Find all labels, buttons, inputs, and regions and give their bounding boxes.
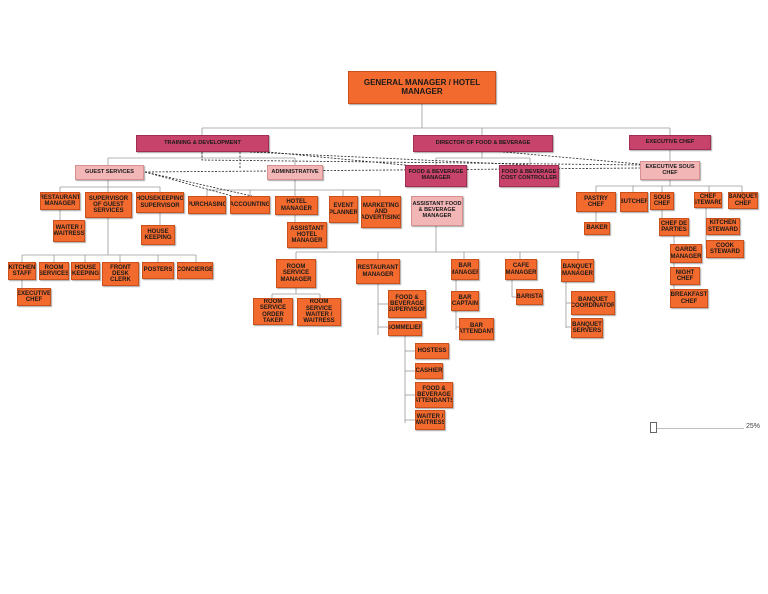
chef-de-parties-box: CHEF DE PARTIES	[659, 218, 689, 236]
fb-attendants-box: FOOD & BEVERAGE ATTENDANTS	[415, 382, 453, 408]
executive-chef-small-box: EXECUTIVE CHEF	[17, 288, 51, 306]
banquet-chef-box: BANQUET CHEF	[728, 192, 758, 209]
banquet-servers-box: BANQUET SERVERS	[571, 318, 603, 338]
accounting-box: ACCOUNTING	[230, 196, 270, 214]
baker-box: BAKER	[584, 222, 610, 235]
event-planner-box: EVENT PLANNER	[329, 196, 358, 223]
cook-steward-box: COOK STEWARD	[706, 240, 744, 258]
general-manager-box: GENERAL MANAGER / HOTEL MANAGER	[348, 71, 496, 104]
concierge-box: CONCIERGE	[177, 262, 213, 279]
house-keeping-2-box: HOUSE KEEPING	[71, 262, 100, 280]
zoom-control[interactable]: 25%	[650, 420, 768, 436]
pastry-chef-box: PASTRY CHEF	[576, 192, 616, 212]
breakfast-chef-box: BREAKFAST CHEF	[670, 289, 708, 308]
executive-sous-chef-box: EXECUTIVE SOUS CHEF	[640, 161, 700, 180]
zoom-slider-track[interactable]	[654, 428, 744, 429]
executive-chef-box: EXECUTIVE CHEF	[629, 135, 711, 150]
zoom-slider-thumb[interactable]	[650, 422, 657, 433]
room-service-waiter-box: ROOM SERVICE WAITER / WAITRESS	[297, 298, 341, 326]
zoom-level-label: 25%	[746, 423, 761, 430]
front-desk-clerk-box: FRONT DESK CLERK	[102, 262, 139, 286]
cafe-manager-box: CAFE MANAGER	[505, 259, 537, 280]
guest-services-box: GUEST SERVICES	[75, 165, 144, 180]
sous-chef-box: SOUS CHEF	[650, 192, 674, 210]
bar-attendant-box: BAR ATTENDANT	[459, 318, 494, 340]
hotel-manager-box: HOTEL MANAGER	[275, 196, 318, 215]
food-beverage-manager-box: FOOD & BEVERAGE MANAGER	[405, 165, 467, 187]
kitchen-steward-box: KITCHEN STEWARD	[706, 218, 740, 235]
posters-box: POSTERS	[142, 262, 174, 279]
fb-supervisor-box: FOOD & BEVERAGE SUPERVISOR	[388, 290, 426, 318]
purchasing-box: PURCHASING	[188, 196, 226, 214]
chef-steward-box: CHEF STEWARD	[694, 192, 722, 208]
assistant-hotel-manager-box: ASSISTANT HOTEL MANAGER	[287, 222, 327, 248]
kitchen-staff-box: KITCHEN STAFF	[8, 262, 36, 280]
banquet-coordinator-box: BANQUET COORDINATOR	[571, 291, 615, 315]
room-services-box: ROOM SERVICES	[39, 262, 69, 280]
room-service-order-taker-box: ROOM SERVICE ORDER TAKER	[253, 298, 293, 325]
waiter-waitress-gs-box: WAITER / WAITRESS	[53, 220, 85, 242]
food-beverage-cost-controller-box: FOOD & BEVERAGE COST CONTROLLER	[499, 165, 559, 187]
waiter-waitress-box: WAITER / WAITRESS	[415, 410, 445, 430]
housekeeping-supervisor-box: HOUSEKEEPING SUPERVISOR	[136, 192, 184, 213]
barista-box: BARISTA	[516, 289, 543, 305]
room-service-manager-box: ROOM SERVICE MANAGER	[276, 259, 316, 288]
assistant-fb-manager-box: ASSISTANT FOOD & BEVERAGE MANAGER	[411, 196, 463, 226]
night-chef-box: NIGHT CHEF	[670, 267, 700, 285]
restaurant-manager-box: RESTAURANT MANAGER	[356, 259, 400, 284]
restaurant-manager-gs-box: RESTAURANT MANAGER	[40, 192, 80, 210]
director-food-beverage-box: DIRECTOR OF FOOD & BEVERAGE	[413, 135, 553, 152]
training-development-box: TRAINING & DEVELOPMENT	[136, 135, 269, 152]
supervisor-guest-services-box: SUPERVISOR OF GUEST SERVICES	[85, 192, 132, 218]
butcher-box: BUTCHER	[620, 192, 648, 212]
hostess-box: HOSTESS	[415, 343, 449, 359]
administrative-box: ADMINISTRATIVE	[267, 165, 323, 180]
garde-manager-box: GARDE MANAGER	[670, 244, 702, 263]
marketing-advertising-box: MARKETING AND ADVERTISING	[361, 196, 401, 228]
cashier-box: CASHIER	[415, 363, 443, 379]
banquet-manager-box: BANQUET MANAGER	[561, 259, 594, 282]
sommelier-box: SOMMELIER	[388, 321, 422, 336]
bar-manager-box: BAR MANAGER	[451, 259, 479, 280]
house-keeping-box: HOUSE KEEPING	[141, 225, 175, 245]
bar-captain-box: BAR CAPTAIN	[451, 291, 479, 311]
